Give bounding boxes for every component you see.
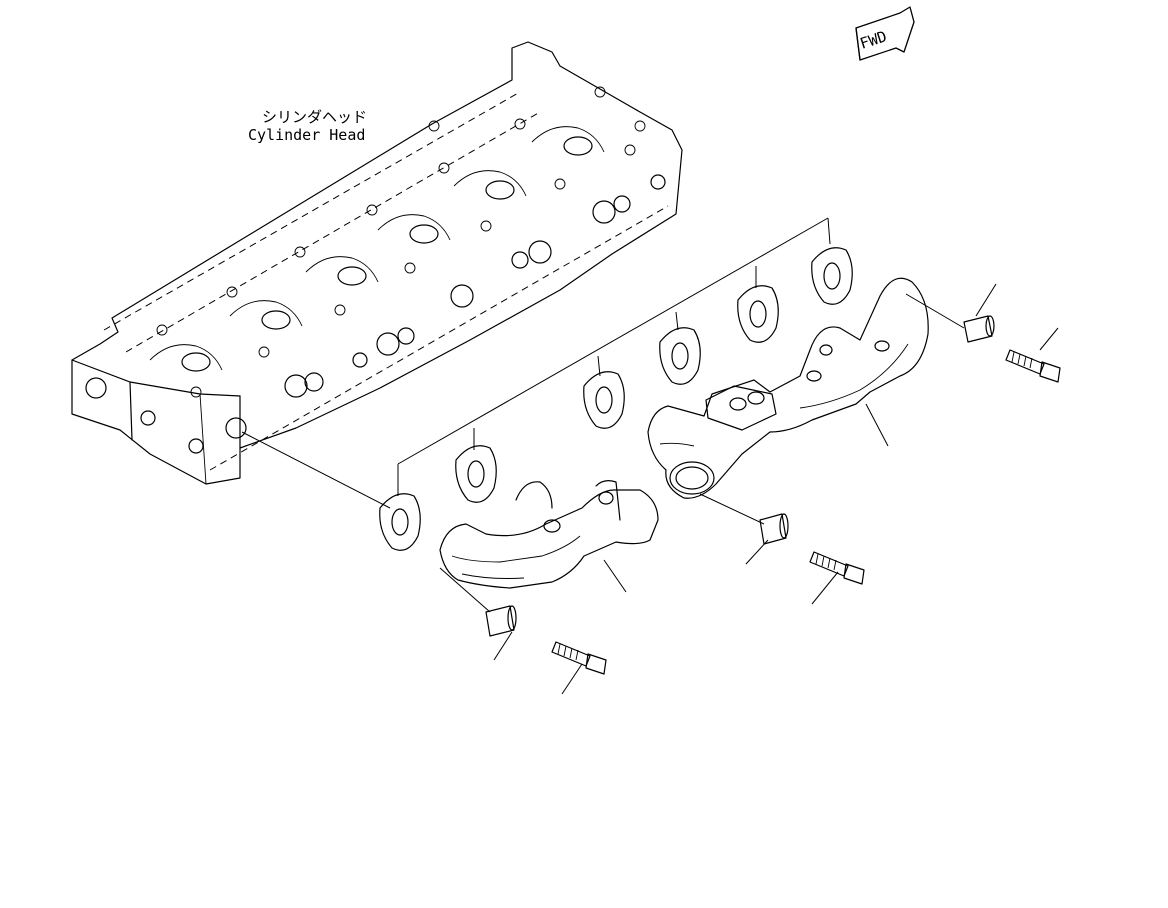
gasket-4 (659, 327, 701, 385)
stud-bolt-rear (1005, 349, 1061, 383)
cylinder-head (71, 41, 683, 485)
rear-exhaust-manifold (647, 277, 929, 499)
spacer-middle (759, 513, 789, 545)
stud-bolt-front (551, 641, 607, 675)
gasket-1 (379, 493, 421, 551)
leader-lines (241, 217, 1059, 695)
cylinder-head-label-en: Cylinder Head (248, 126, 365, 144)
front-exhaust-manifold (439, 480, 659, 589)
spacer-rear (963, 315, 995, 343)
stud-bolt-middle (809, 551, 865, 585)
gasket-6 (811, 247, 853, 305)
gasket-3 (583, 371, 625, 429)
spacer-front (485, 605, 517, 637)
gasket-5 (737, 285, 779, 343)
gasket-2 (455, 445, 497, 503)
cylinder-head-label-jp: シリンダヘッド (262, 108, 367, 126)
fwd-arrow-icon: FWD (855, 6, 915, 61)
